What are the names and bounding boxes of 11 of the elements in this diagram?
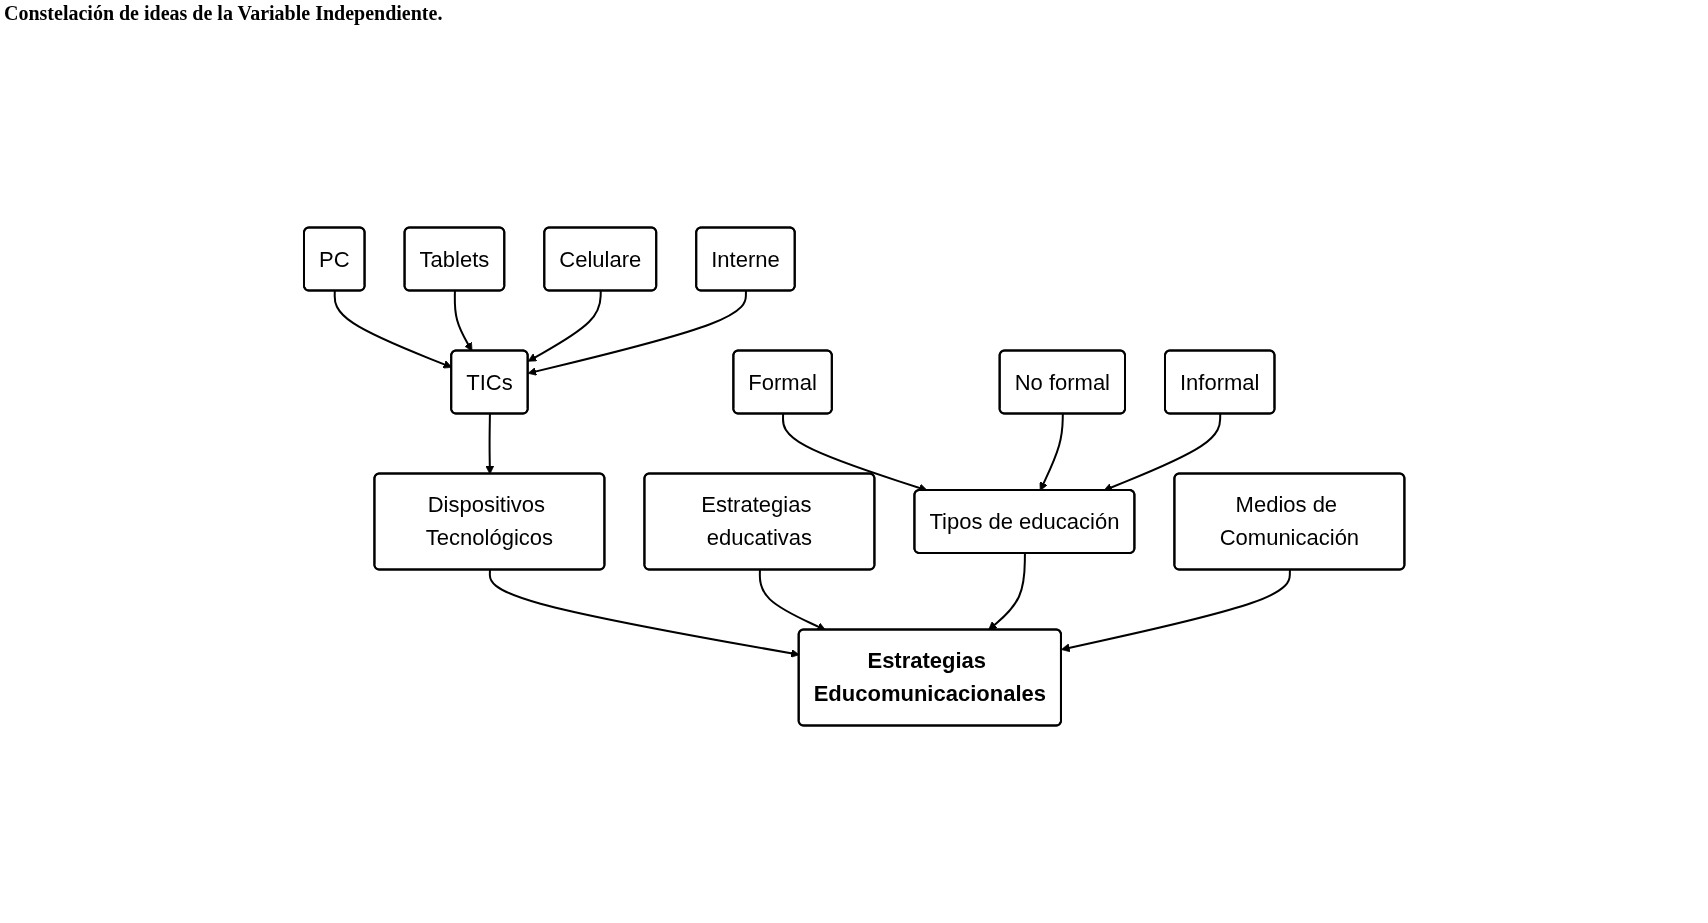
arrow xyxy=(987,552,1026,631)
arrow xyxy=(1103,413,1222,492)
arrow xyxy=(453,290,473,352)
arrow xyxy=(333,290,452,369)
arrow xyxy=(1060,569,1291,653)
arrow xyxy=(527,290,747,376)
arrow xyxy=(758,569,826,631)
arrow xyxy=(1039,413,1064,491)
diagram-title: Constelación de ideas de la Variable Independiente. xyxy=(4,2,443,25)
arrow xyxy=(485,413,494,475)
arrow xyxy=(527,290,602,362)
